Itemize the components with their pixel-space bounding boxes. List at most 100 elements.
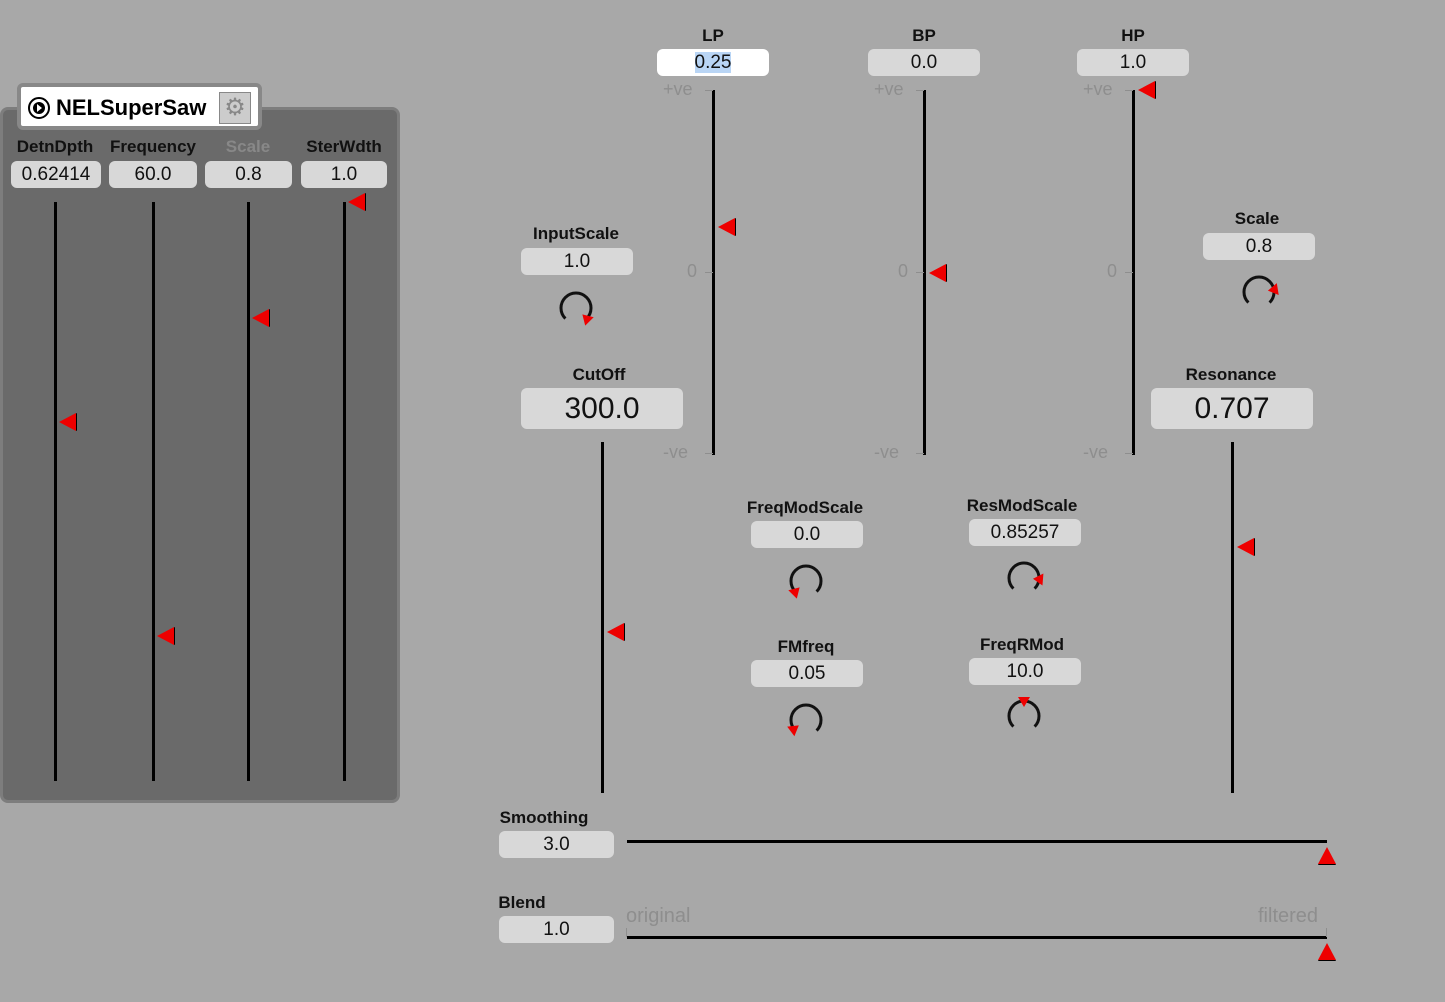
tick-mark	[916, 453, 924, 454]
tick-mark	[705, 453, 713, 454]
smoothing-label: Smoothing	[499, 808, 589, 827]
device-title: NELSuperSaw	[56, 95, 207, 120]
filter-label: LP	[702, 26, 724, 45]
knob-arc	[1242, 275, 1276, 304]
device-title-bar: NELSuperSaw ⚙	[17, 83, 262, 130]
param-slider-track[interactable]	[343, 202, 346, 781]
scale-tick-label: +ve	[663, 79, 693, 99]
freq-r-mod-knob[interactable]	[1002, 694, 1046, 738]
filter-label: HP	[1121, 26, 1145, 45]
knob-pointer	[787, 725, 799, 737]
play-circle-icon[interactable]	[27, 96, 51, 120]
knob-pointer	[1267, 283, 1279, 295]
tick-mark	[1326, 928, 1327, 937]
slider-handle[interactable]	[348, 193, 365, 211]
filter-label: BP	[912, 26, 936, 45]
scale-tick-label: -ve	[663, 442, 689, 462]
fm-freq-label: FMfreq	[777, 637, 835, 656]
smoothing-slider-handle[interactable]	[1318, 847, 1336, 864]
input-scale-knob[interactable]	[554, 286, 598, 330]
param-value-field[interactable]: 0.62414	[11, 161, 101, 188]
tick-mark	[1125, 453, 1133, 454]
knob-arc	[559, 291, 593, 320]
knob-arc	[789, 703, 823, 732]
filter-value-field[interactable]: 0.0	[868, 49, 980, 76]
knob-arc	[789, 564, 823, 593]
scale-tick-label: 0	[1107, 261, 1118, 281]
knob-pointer	[1018, 697, 1030, 707]
knob-pointer	[582, 314, 594, 326]
scale-label: Scale	[1234, 209, 1280, 228]
freq-mod-scale-knob[interactable]	[784, 559, 828, 603]
freq-r-mod-label: FreqRMod	[979, 635, 1065, 654]
slider-handle[interactable]	[1138, 81, 1155, 99]
input-scale-label: InputScale	[533, 224, 619, 243]
param-value-field[interactable]: 0.8	[205, 161, 292, 188]
tick-mark	[705, 90, 713, 91]
blend-right-label: filtered	[1258, 905, 1319, 927]
blend-slider-handle[interactable]	[1318, 943, 1336, 960]
selected-text: 0.25	[694, 52, 732, 73]
res-mod-scale-label: ResModScale	[966, 496, 1078, 515]
param-label: DetnDpth	[16, 137, 94, 156]
smoothing-value-field[interactable]: 3.0	[499, 831, 614, 858]
scale-tick-label: -ve	[874, 442, 900, 462]
scale-tick-label: -ve	[1083, 442, 1109, 462]
param-value-field[interactable]: 1.0	[301, 161, 387, 188]
resonance-value-field[interactable]: 0.707	[1151, 388, 1313, 429]
blend-left-label: original	[626, 905, 691, 927]
slider-handle[interactable]	[718, 217, 735, 236]
filter-slider-track[interactable]	[712, 90, 715, 455]
knob-pointer	[1032, 573, 1044, 586]
scale-tick-label: +ve	[1083, 79, 1113, 99]
freq-r-mod-value-field[interactable]: 10.0	[969, 658, 1081, 685]
param-label: Frequency	[110, 137, 196, 156]
filter-slider-track[interactable]	[1132, 90, 1135, 455]
scale-value-field[interactable]: 0.8	[1203, 233, 1315, 260]
cutoff-label: CutOff	[572, 365, 626, 384]
smoothing-slider-track[interactable]	[627, 840, 1327, 843]
param-value-field[interactable]: 60.0	[109, 161, 197, 188]
resonance-label: Resonance	[1185, 365, 1277, 384]
input-scale-value-field[interactable]: 1.0	[521, 248, 633, 275]
tick-mark	[916, 90, 924, 91]
slider-handle[interactable]	[157, 627, 174, 646]
slider-handle[interactable]	[252, 308, 269, 327]
cutoff-slider-handle[interactable]	[607, 622, 624, 641]
resonance-slider-handle[interactable]	[1237, 538, 1254, 557]
scale-tick-label: 0	[898, 261, 909, 281]
param-label: SterWdth	[306, 137, 382, 156]
filter-value-field[interactable]: 1.0	[1077, 49, 1189, 76]
blend-value-field[interactable]: 1.0	[499, 916, 614, 943]
knob-arc	[1007, 561, 1041, 590]
res-mod-scale-value-field[interactable]: 0.85257	[969, 519, 1081, 546]
res-mod-scale-knob[interactable]	[1002, 556, 1046, 600]
param-label: Scale	[225, 137, 271, 156]
fm-freq-value-field[interactable]: 0.05	[751, 660, 863, 687]
slider-handle[interactable]	[59, 413, 76, 432]
param-slider-track[interactable]	[152, 202, 155, 781]
blend-slider-track[interactable]	[627, 936, 1327, 939]
tick-mark	[626, 928, 627, 937]
filter-slider-track[interactable]	[923, 90, 926, 455]
freq-mod-scale-label: FreqModScale	[746, 498, 864, 517]
scale-tick-label: +ve	[874, 79, 904, 99]
device-panel	[0, 107, 400, 803]
gear-icon[interactable]: ⚙	[219, 92, 251, 124]
param-slider-track[interactable]	[247, 202, 250, 781]
tick-mark	[916, 272, 924, 273]
freq-mod-scale-value-field[interactable]: 0.0	[751, 521, 863, 548]
knob-pointer	[788, 587, 800, 599]
resonance-slider-track[interactable]	[1231, 442, 1234, 793]
blend-label: Blend	[498, 893, 546, 912]
slider-handle[interactable]	[929, 263, 946, 282]
param-slider-track[interactable]	[54, 202, 57, 781]
tick-mark	[1125, 272, 1133, 273]
cutoff-slider-track[interactable]	[601, 442, 604, 793]
scale-tick-label: 0	[687, 261, 698, 281]
cutoff-value-field[interactable]: 300.0	[521, 388, 683, 429]
filter-value-field[interactable]: 0.25	[657, 49, 769, 76]
fm-freq-knob[interactable]	[784, 698, 828, 742]
tick-mark	[705, 272, 713, 273]
scale-knob[interactable]	[1237, 270, 1281, 314]
